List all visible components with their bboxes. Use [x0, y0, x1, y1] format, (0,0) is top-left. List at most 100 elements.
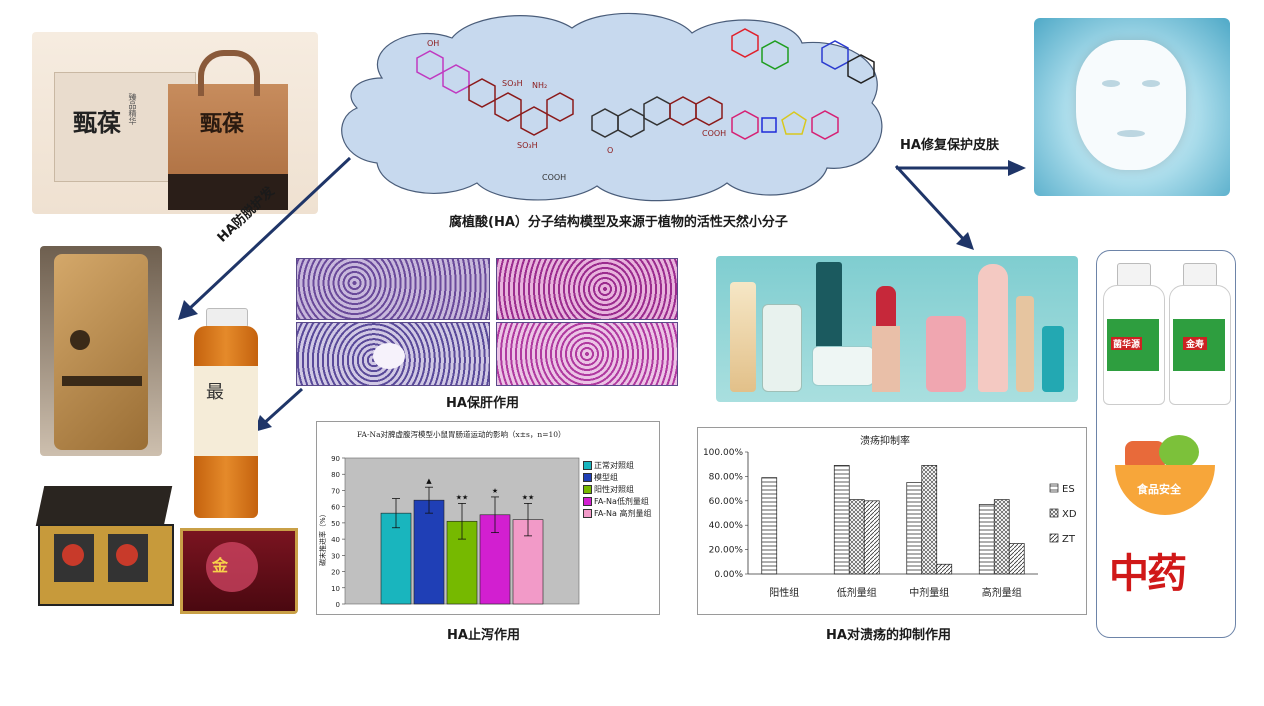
legend-label: ZT [1062, 534, 1076, 545]
legend-label: FA-Na低剂量组 [594, 497, 649, 506]
y-tick-label: 100.00% [703, 448, 743, 458]
bar [936, 563, 953, 575]
liver-histology-panel [296, 258, 678, 386]
repair-caption: HA修复保护皮肤 [900, 138, 999, 153]
ulcer-caption: HA对溃疡的抑制作用 [826, 628, 951, 643]
brand-text: 甄葆 [73, 108, 121, 137]
diarrhea-chart-title: FA-Na对脾虚腹泻模型小鼠胃肠道运动的影响（x±s，n=10） [357, 430, 566, 439]
significance-mark: ★ [492, 487, 498, 495]
legend-swatch [583, 497, 592, 506]
food-medicine-panel: 菌华源 金寿 食品安全 中药 [1096, 250, 1236, 638]
legend-item: FA-Na 高剂量组 [583, 508, 651, 519]
legend-item: FA-Na低剂量组 [583, 496, 649, 507]
brand-sub: 臻品精华 [128, 93, 137, 125]
bar [380, 512, 412, 605]
x-tick-label: 阳性组 [769, 586, 799, 599]
gift-bag: 甄葆 [168, 84, 288, 210]
y-tick-label: 0.00% [714, 570, 743, 580]
red-box-photo: 金 [176, 522, 298, 614]
significance-mark: ▲ [426, 477, 432, 485]
diarrhea-chart: FA-Na对脾虚腹泻模型小鼠胃肠道运动的影响（x±s，n=10） 碳末推进率（%… [316, 421, 660, 615]
x-tick-label: 中剂量组 [909, 586, 949, 599]
bar [413, 499, 445, 605]
x-tick-label: 低剂量组 [837, 586, 877, 599]
food-safety-label: 食品安全 [1137, 483, 1181, 496]
svg-text:OH: OH [427, 39, 439, 48]
bar [1008, 543, 1025, 575]
significance-mark: ★★ [456, 493, 469, 501]
supplement-bottle-2: 金寿 [1169, 263, 1231, 405]
legend-label: XD [1062, 509, 1077, 520]
arrow-to-hair [178, 156, 352, 320]
legend-swatch [1049, 533, 1059, 543]
svg-text:NH₂: NH₂ [532, 81, 547, 90]
liver-caption: HA保肝作用 [446, 396, 519, 411]
y-tick-label: 60.00% [709, 497, 744, 507]
svg-text:SO₃H: SO₃H [517, 141, 538, 150]
y-tick-label: 40.00% [709, 521, 744, 531]
legend-swatch [583, 461, 592, 470]
bar [761, 477, 778, 575]
bar [833, 465, 850, 575]
diarrhea-caption: HA止泻作用 [447, 628, 520, 643]
hair-product-photo [40, 246, 162, 456]
face-mask-photo [1034, 18, 1230, 196]
legend-swatch [583, 473, 592, 482]
food-safety-bowl: 食品安全 [1115, 431, 1215, 521]
y-tick-label: 20 [331, 569, 340, 577]
legend-swatch [1049, 508, 1059, 518]
diarrhea-chart-legend: 正常对照组模型组阳性对照组 FA-Na低剂量组 FA-Na 高剂量组 [583, 460, 657, 518]
legend-swatch [583, 509, 592, 518]
bag-brand-text: 甄葆 [200, 111, 245, 137]
bottle1-label: 菌华源 [1111, 337, 1143, 350]
drink-bottle-photo: 最 [186, 308, 266, 520]
y-tick-label: 40 [331, 536, 340, 544]
y-tick-label: 50 [331, 520, 340, 528]
bar [848, 499, 865, 575]
legend-item: 正常对照组 [583, 460, 634, 471]
y-tick-label: 80 [331, 471, 340, 479]
legend-item: 模型组 [583, 472, 618, 483]
svg-text:COOH: COOH [542, 173, 566, 182]
y-tick-label: 20.00% [709, 546, 744, 556]
main-caption: 腐植酸(HA）分子结构模型及来源于植物的活性天然小分子 [449, 215, 788, 230]
ulcer-chart-title: 溃疡抑制率 [860, 436, 910, 447]
legend-label: ES [1062, 484, 1075, 495]
bottle2-label: 金寿 [1183, 337, 1208, 350]
svg-text:COOH: COOH [702, 129, 726, 138]
svg-text:SO₃H: SO₃H [502, 79, 523, 88]
histology-image-1 [296, 258, 490, 320]
bar [993, 499, 1010, 575]
legend-item: 阳性对照组 [583, 484, 634, 495]
significance-mark: ★★ [522, 493, 535, 501]
legend-swatch [1049, 483, 1059, 493]
legend-label: 模型组 [594, 473, 618, 482]
arrow-to-drink [254, 387, 304, 432]
bar [906, 482, 923, 575]
packaging-photo: 甄葆 臻品精华 甄葆 [32, 32, 318, 214]
y-tick-label: 10 [331, 585, 340, 593]
legend-label: 正常对照组 [594, 461, 634, 470]
histology-image-3 [296, 322, 490, 386]
cosmetics-photo [716, 256, 1078, 402]
y-tick-label: 80.00% [709, 472, 744, 482]
supplement-bottle-1: 菌华源 [1103, 263, 1165, 405]
ulcer-chart-plot: 0.00% 20.00% 40.00% 60.00% 80.00% 100.00% 阳性组 低… [703, 448, 1077, 599]
y-tick-label: 0 [336, 601, 340, 609]
bar [978, 504, 995, 575]
arrow-to-cosmetics [894, 164, 974, 250]
bar [863, 500, 880, 575]
arrow-to-skin [896, 160, 1026, 176]
legend-swatch [583, 485, 592, 494]
x-tick-label: 高剂量组 [982, 586, 1022, 599]
tcm-label: 中药 [1109, 550, 1187, 597]
y-tick-label: 60 [331, 504, 340, 512]
ha-structure-cloud: OH SO₃H NH₂ SO₃H O COOH COOH [341, 12, 883, 202]
svg-text:O: O [607, 146, 613, 155]
y-tick-label: 90 [331, 455, 340, 463]
ulcer-chart: 溃疡抑制率 0.00% 20.00% 40.00% 60.00% 80.00% 100.0… [697, 427, 1087, 615]
histology-image-2 [496, 258, 678, 320]
gift-set-photo [34, 478, 174, 612]
y-tick-label: 70 [331, 487, 340, 495]
legend-label: 阳性对照组 [594, 485, 634, 494]
